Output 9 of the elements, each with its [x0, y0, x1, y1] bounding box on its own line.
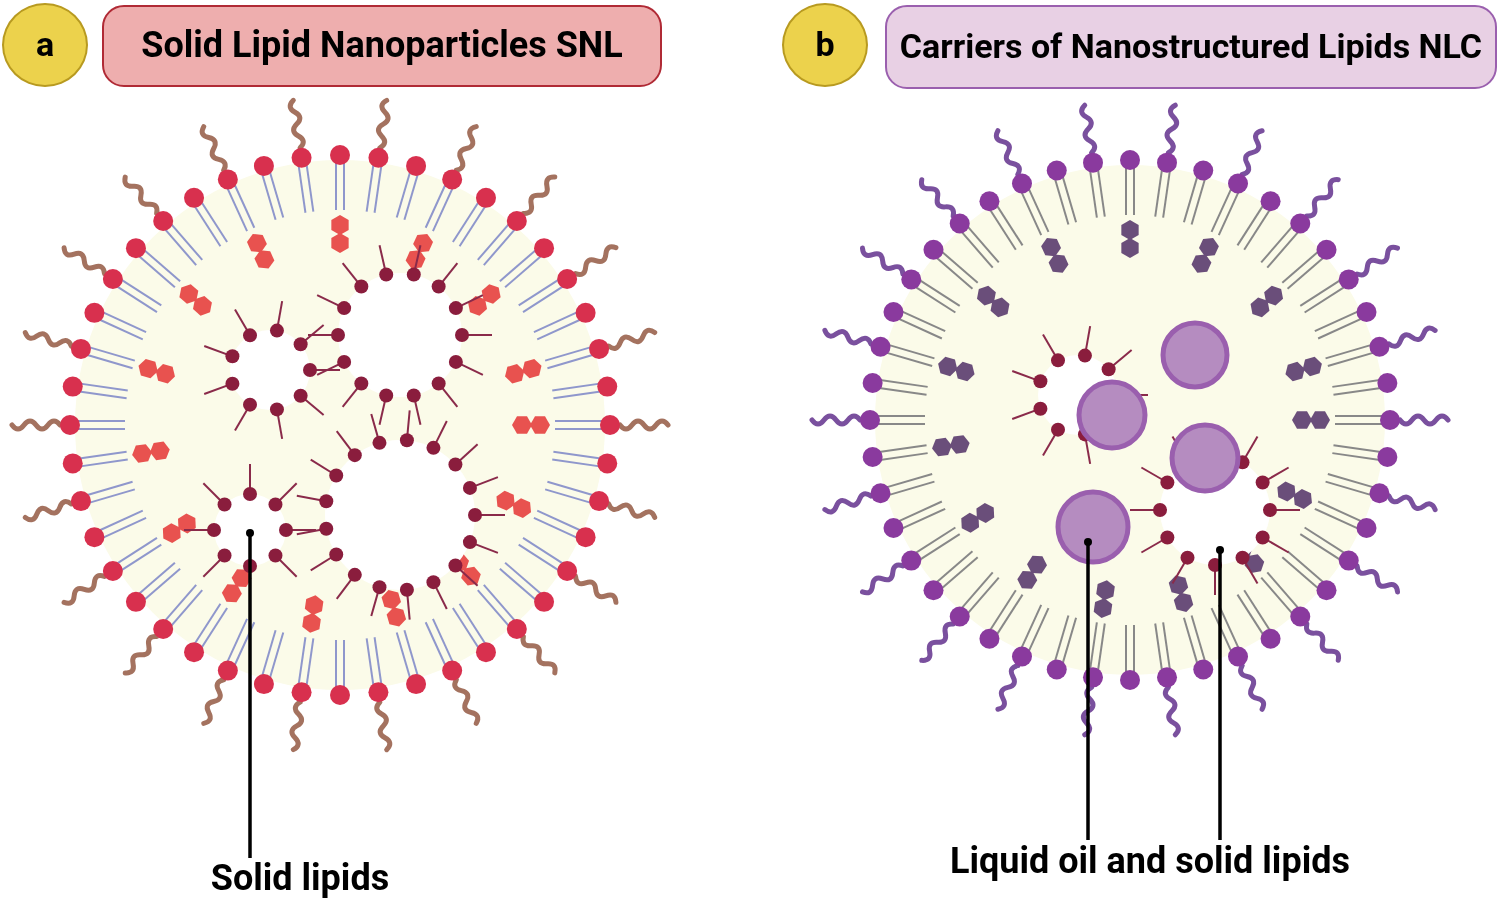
panel-title: Solid Lipid Nanoparticles SNL [102, 5, 662, 87]
panel-title: Carriers of Nanostructured Lipids NLC [885, 5, 1497, 89]
leader-line [1084, 538, 1092, 840]
panel-letter: a [2, 3, 88, 87]
label-text: Liquid oil and solid lipids [905, 840, 1395, 884]
panel-letter: b [782, 3, 868, 87]
label-text: Solid lipids [180, 858, 420, 900]
leader-line [246, 529, 254, 858]
leader-line [1216, 546, 1224, 840]
